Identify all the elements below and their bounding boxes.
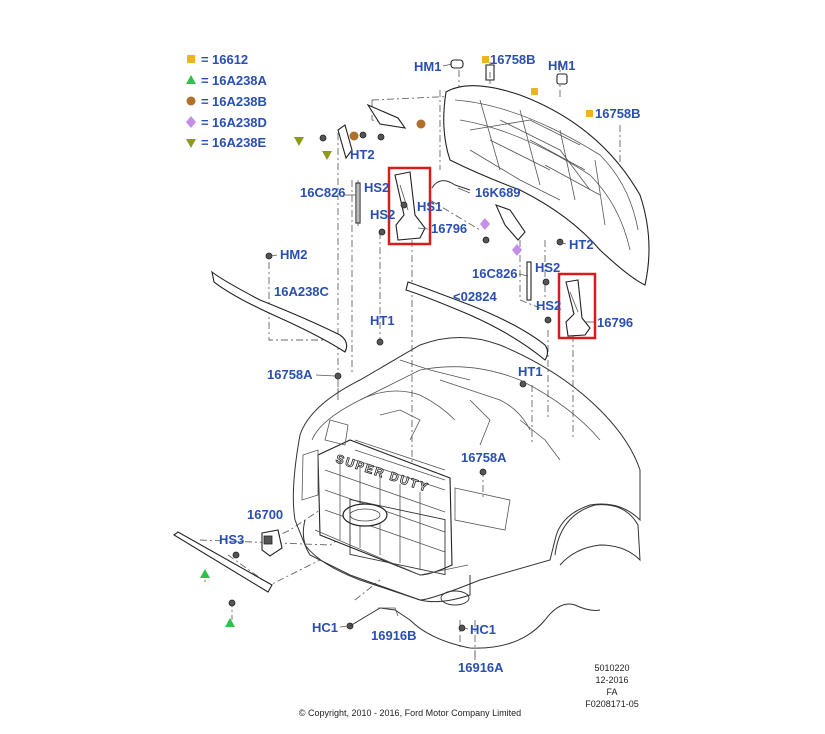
label-hm1-left: HM1 — [414, 59, 441, 74]
legend-sep-4: = — [201, 115, 209, 130]
label-ht2-right: HT2 — [569, 237, 594, 252]
mark-16a238e-b — [322, 151, 332, 160]
label-hs1: HS1 — [417, 199, 442, 214]
label-16c826-right: 16C826 — [472, 266, 518, 281]
label-16k689: 16K689 — [475, 185, 521, 200]
label-hs2-d: HS2 — [536, 298, 561, 313]
mark-16a238b-b — [416, 119, 426, 129]
mark-16a238a-b — [225, 618, 235, 627]
hood-bumper-hm1-left — [450, 59, 464, 69]
legend-code-16612: 16612 — [212, 52, 248, 67]
legend-sep-3: = — [201, 94, 209, 109]
legend-marker-triangle-up — [186, 75, 196, 84]
label-16916a: 16916A — [458, 660, 504, 675]
prop-rod-left — [355, 180, 361, 226]
label-16916b: 16916B — [371, 628, 417, 643]
label-ht1-right: HT1 — [518, 364, 543, 379]
mark-16a238a-a — [200, 569, 210, 578]
legend-sep-1: = — [201, 52, 209, 67]
release-cable-16916b — [349, 603, 601, 649]
legend-sep-5: = — [201, 135, 209, 150]
hood-bumper-hm1-right — [556, 73, 568, 85]
highlight-box-16796-left — [387, 166, 432, 246]
leader-ticks — [270, 63, 594, 660]
legend-marker-triangle-down — [186, 139, 196, 148]
copyright-notice: © Copyright, 2010 - 2016, Ford Motor Com… — [299, 708, 521, 718]
label-hc1-right: HC1 — [470, 622, 496, 637]
label-16a238c: 16A238C — [274, 284, 330, 299]
legend-code-16a238a: 16A238A — [212, 73, 268, 88]
label-16700: 16700 — [247, 507, 283, 522]
bracket-ht2-top — [319, 103, 407, 160]
label-16758a-center: 16758A — [461, 450, 507, 465]
callout-labels: HM1 16758B HM1 16758B HT2 16C826 HS2 HS1… — [219, 52, 641, 675]
legend-marker-diamond — [186, 116, 196, 128]
label-hs3: HS3 — [219, 532, 244, 547]
highlight-box-16796-right — [557, 272, 597, 340]
label-hc1-left: HC1 — [312, 620, 338, 635]
hood-mark-16612 — [531, 88, 538, 95]
label-16796-left: 16796 — [431, 221, 467, 236]
label-16796-right: 16796 — [597, 315, 633, 330]
bracket-ht2-right — [482, 204, 564, 246]
label-16758a-left: 16758A — [267, 367, 313, 382]
legend-code-16a238e: 16A238E — [212, 135, 267, 150]
doc-date: 12-2016 — [595, 675, 628, 685]
mark-16612-top — [482, 56, 489, 63]
label-02824: <02824 — [453, 289, 498, 304]
truck-front-end — [292, 337, 641, 606]
seal-16a238c — [211, 270, 348, 353]
mark-16a238b-a — [349, 131, 359, 141]
legend-sep-2: = — [201, 73, 209, 88]
hood-panel — [443, 85, 650, 286]
document-info: 5010220 12-2016 FA F0208171-05 — [585, 663, 639, 709]
label-hs2-b: HS2 — [370, 207, 395, 222]
mark-16a238d-a — [480, 218, 490, 230]
label-hm1-right: HM1 — [548, 58, 575, 73]
ford-oval-emblem — [342, 503, 388, 527]
doc-id: 5010220 — [594, 663, 629, 673]
label-ht1-left: HT1 — [370, 313, 395, 328]
hood-cable-16k689 — [431, 180, 471, 191]
prop-rod-right — [526, 261, 532, 301]
doc-code: FA — [606, 687, 617, 697]
mark-16a238d-b — [512, 244, 522, 256]
legend-code-16a238b: 16A238B — [212, 94, 267, 109]
lower-seal-strip — [173, 531, 273, 593]
label-ht2-top: HT2 — [350, 147, 375, 162]
label-16c826-left: 16C826 — [300, 185, 346, 200]
label-16758b-right: 16758B — [595, 106, 641, 121]
legend-code-16a238d: 16A238D — [212, 115, 267, 130]
legend: = 16612 = 16A238A = 16A238B = 16A238D = … — [186, 52, 268, 150]
hood-hinge-right — [565, 279, 591, 337]
seal-02824 — [405, 281, 549, 361]
label-hs2-c: HS2 — [535, 260, 560, 275]
mark-16a238e-a — [294, 137, 304, 146]
doc-figure-id: F0208171-05 — [585, 699, 639, 709]
label-hs2-a: HS2 — [364, 180, 389, 195]
legend-marker-circle — [186, 96, 196, 106]
label-hm2: HM2 — [280, 247, 307, 262]
label-16758b-top: 16758B — [490, 52, 536, 67]
mark-16612-right — [586, 110, 593, 117]
legend-marker-square — [187, 55, 195, 63]
hood-latch-16700 — [261, 529, 283, 557]
